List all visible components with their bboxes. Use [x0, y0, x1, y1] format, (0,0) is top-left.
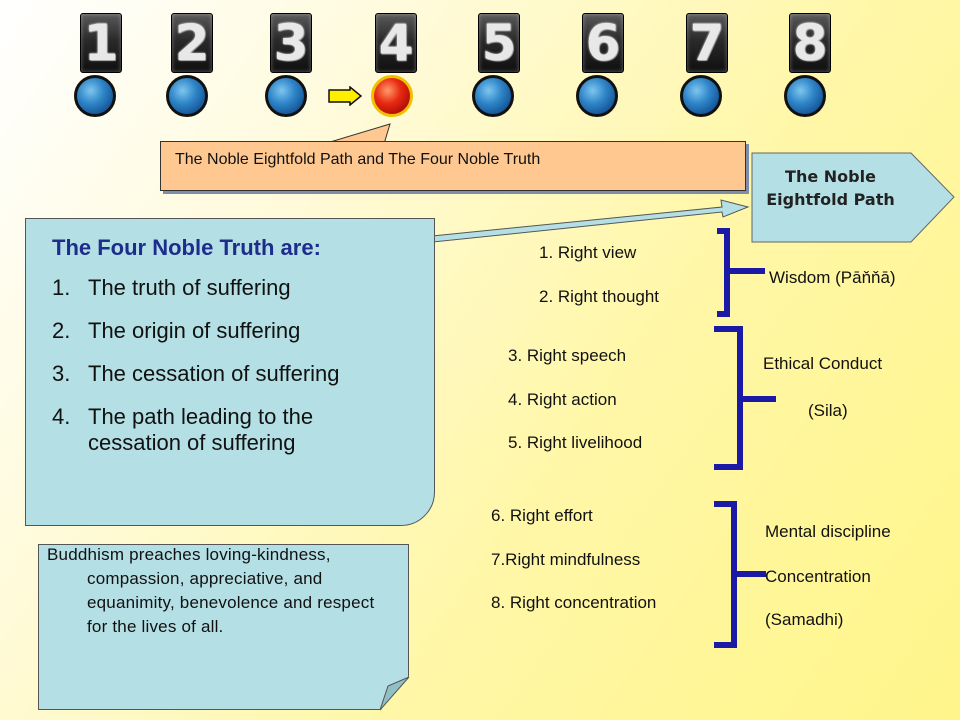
- mental-label: Mental discipline: [765, 522, 891, 541]
- connector-arrow: [431, 199, 750, 243]
- note-text: Buddhism preaches loving-kindness, compa…: [47, 545, 375, 636]
- blue-ball-icon[interactable]: [166, 75, 208, 117]
- four-noble-truths-box: The Four Noble Truth are: 1. The truth o…: [25, 218, 435, 526]
- truth-item: 4. The path leading to the cessation of …: [52, 404, 314, 455]
- ethics-sublabel: (Sila): [808, 401, 848, 420]
- truth-item: 1. The truth of suffering: [52, 275, 291, 300]
- blue-ball-icon[interactable]: [74, 75, 116, 117]
- blue-ball-icon[interactable]: [576, 75, 618, 117]
- mental-bracket: [714, 501, 766, 648]
- path-item: 3. Right speech: [508, 346, 627, 365]
- path-item: 6. Right effort: [491, 506, 593, 525]
- right-arrow-icon: [328, 86, 362, 106]
- buddhism-note: Buddhism preaches loving-kindness, compa…: [38, 544, 409, 710]
- path-item: 1. Right view: [539, 243, 637, 262]
- path-item: 5. Right livelihood: [508, 433, 643, 452]
- mental-sublabel: Concentration: [765, 567, 871, 586]
- truth-item: 3. The cessation of suffering: [52, 361, 340, 386]
- mental-sublabel-2: (Samadhi): [765, 610, 844, 629]
- step-number-2: 2: [171, 13, 213, 73]
- wisdom-bracket: [717, 228, 765, 317]
- step-number-7: 7: [686, 13, 728, 73]
- step-number-4: 4: [375, 13, 417, 73]
- path-item: 2. Right thought: [539, 287, 660, 306]
- eightfold-path-pentagon: [751, 152, 955, 243]
- callout-text: The Noble Eightfold Path and The Four No…: [175, 151, 541, 168]
- blue-ball-icon[interactable]: [680, 75, 722, 117]
- four-truths-title: The Four Noble Truth are:: [52, 235, 321, 260]
- eightfold-path-label: The Noble Eightfold Path: [766, 167, 895, 209]
- ethics-bracket: [714, 326, 776, 470]
- folded-corner: [380, 676, 410, 711]
- path-item: 4. Right action: [508, 390, 617, 409]
- step-number-5: 5: [478, 13, 520, 73]
- topic-callout: The Noble Eightfold Path and The Four No…: [160, 141, 746, 191]
- step-number-3: 3: [270, 13, 312, 73]
- truth-item: 2. The origin of suffering: [52, 318, 301, 343]
- step-number-1: 1: [80, 13, 122, 73]
- step-number-8: 8: [789, 13, 831, 73]
- step-number-6: 6: [582, 13, 624, 73]
- wisdom-label: Wisdom (Pāňňā): [769, 268, 896, 287]
- ethics-label: Ethical Conduct: [763, 354, 883, 373]
- path-item: 8. Right concentration: [491, 593, 657, 612]
- blue-ball-icon[interactable]: [265, 75, 307, 117]
- red-ball-icon[interactable]: [371, 75, 413, 117]
- blue-ball-icon[interactable]: [784, 75, 826, 117]
- path-item: 7.Right mindfulness: [491, 550, 641, 569]
- blue-ball-icon[interactable]: [472, 75, 514, 117]
